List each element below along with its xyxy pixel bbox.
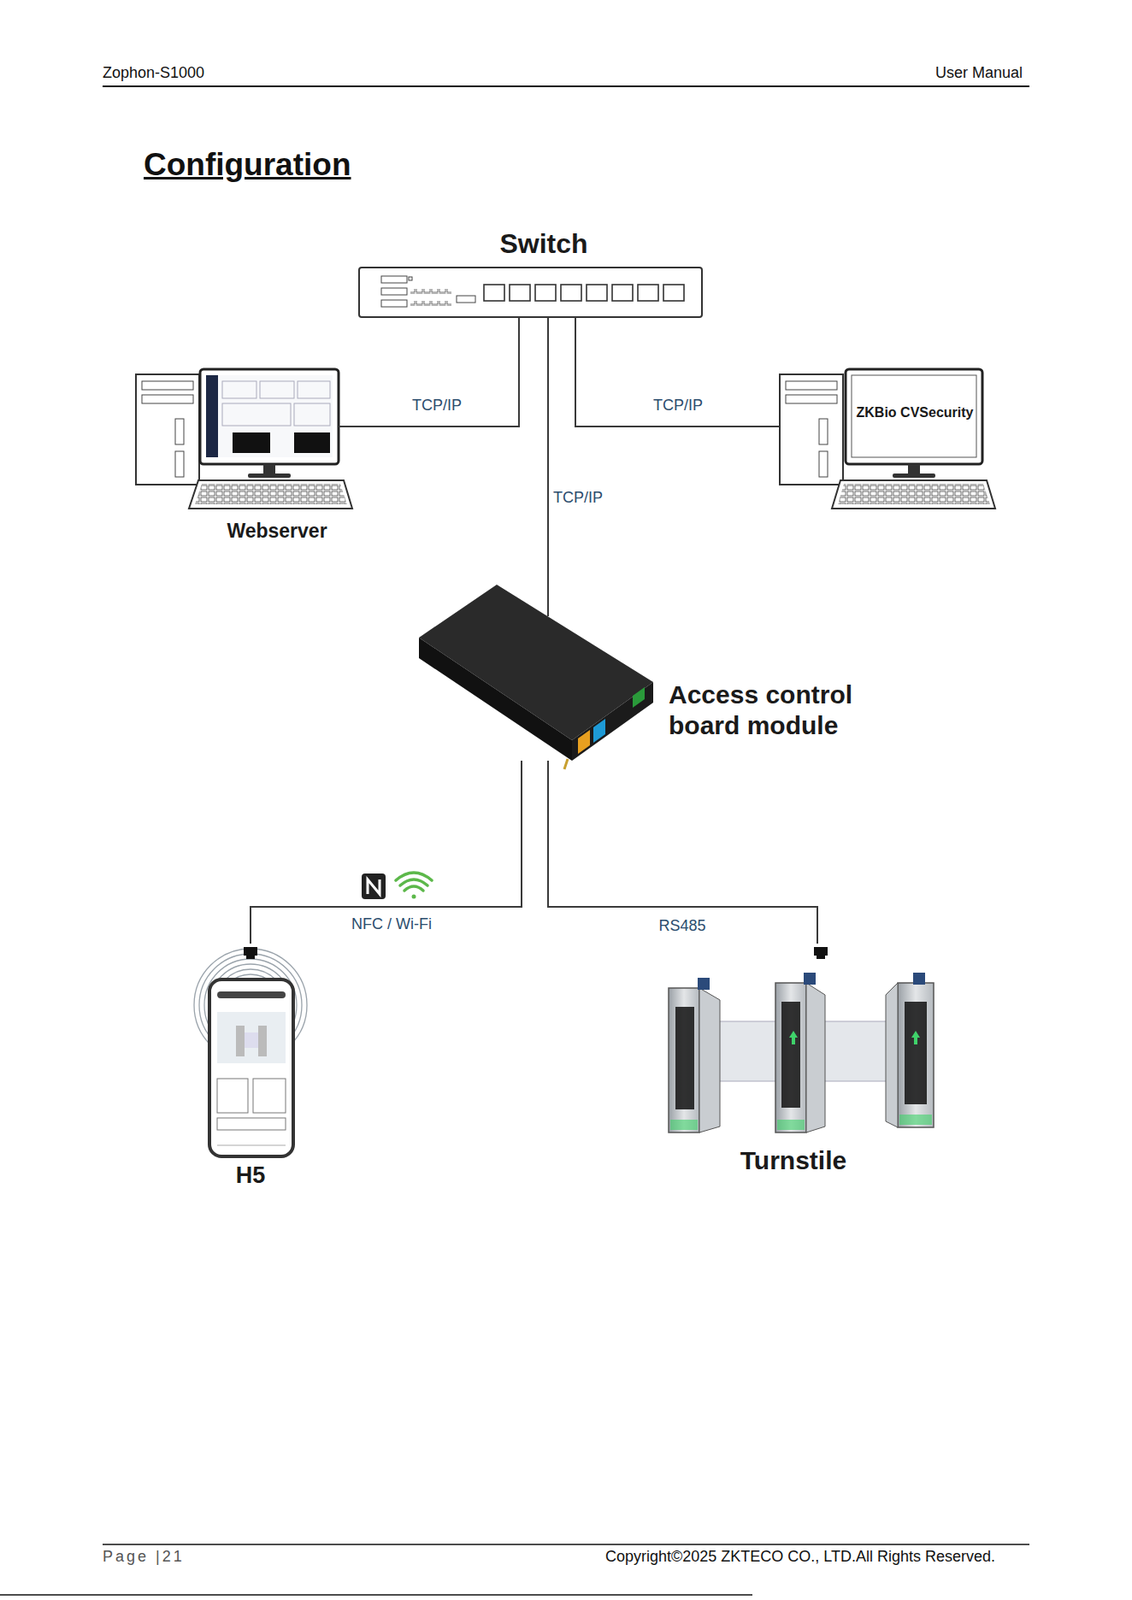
node-text: Access control board module <box>668 679 883 742</box>
edge-label: TCP/IP <box>410 396 464 415</box>
computer <box>779 369 996 509</box>
connector-line <box>548 760 818 944</box>
page-label: User Manual <box>935 64 1023 83</box>
phone-node: H5 <box>194 943 308 1192</box>
computer <box>135 369 353 509</box>
switch-node: Switch <box>359 224 702 318</box>
access-control-module <box>418 584 654 770</box>
connector-line <box>575 317 780 427</box>
phone <box>194 947 307 1157</box>
computer-node: ZKBio CVSecurity <box>779 369 996 509</box>
node-text: ZKBio CVSecurity <box>856 404 974 421</box>
turnstile-device <box>668 947 934 1133</box>
node-text: Webserver <box>226 519 327 544</box>
page-label: Zophon-S1000 <box>102 64 205 83</box>
node-text: Switch <box>499 227 588 260</box>
wifi-icon <box>395 872 432 900</box>
computer-node: Webserver <box>135 369 339 551</box>
turnstile-node: Turnstile <box>663 943 950 1192</box>
connector-line <box>338 317 519 427</box>
edge-label: TCP/IP <box>651 396 705 415</box>
page-label: Copyright©2025 ZKTECO CO., LTD.All Right… <box>605 1548 996 1567</box>
nfc-icon <box>361 873 386 900</box>
module-node: Access control board module <box>418 616 855 761</box>
node-text: Turnstile <box>740 1145 847 1177</box>
connector-line <box>547 317 549 617</box>
node-text: H5 <box>235 1161 266 1190</box>
edge-label: RS485 <box>656 917 708 936</box>
edge-label: NFC / Wi-Fi <box>349 915 434 934</box>
connector-line <box>250 760 522 944</box>
page-title: Configuration <box>143 147 352 183</box>
page-label: Page |21 <box>102 1548 185 1567</box>
edge-label: TCP/IP <box>551 489 605 508</box>
switch-device <box>359 267 702 318</box>
